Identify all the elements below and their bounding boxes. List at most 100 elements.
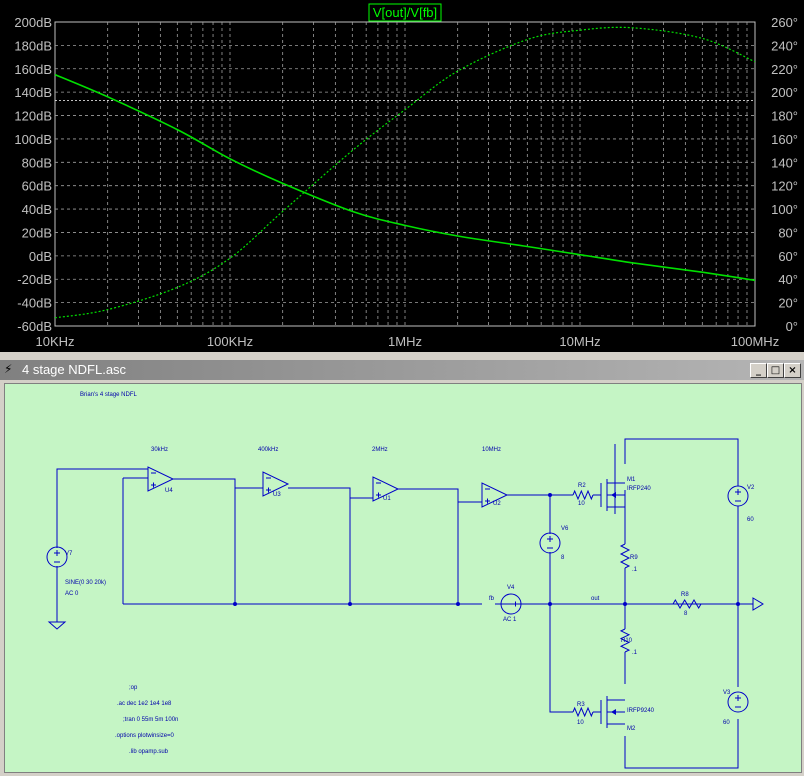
ground-symbol [47,621,67,630]
y-left-tick-label: 0dB [29,249,52,264]
r3-resistor [572,706,594,718]
m2-label: M2 [627,726,636,732]
schematic-drawing: Brian's 4 stage NDFL 30kHz 400kHz 2MHz 1… [46,392,764,769]
y-left-tick-label: 60dB [22,179,52,194]
output-arrow [752,597,764,611]
y-right-tick-label: 180° [771,109,798,124]
v6-label: V6 [561,526,569,532]
freq-label-u4: 30kHz [151,447,168,453]
net-label-out: out [591,596,600,602]
spice-directive-3[interactable]: ;tran 0 55m 5m 100n [123,717,178,723]
v6-value: 8 [561,555,565,561]
r2-resistor [572,489,594,501]
window-titlebar[interactable]: ⚡ 4 stage NDFL.asc _ □ × [0,360,804,380]
v7-label: V7 [65,551,73,557]
v6-source-symbol [539,532,561,554]
v4-source-symbol [500,593,522,615]
v3-value: 60 [723,720,730,726]
spice-directive-4[interactable]: .options plotwinsize=0 [115,733,175,739]
junction-dot [736,602,740,606]
opamp-symbol [262,471,290,497]
junction-dot [548,493,552,497]
junction-dot [233,602,237,606]
y-right-tick-label: 20° [778,296,798,311]
opamp-symbol [481,482,509,508]
spice-directive-5[interactable]: .lib opamp.sub [129,749,169,755]
v7-source-symbol [46,546,68,568]
ltspice-app-icon: ⚡ [4,362,13,376]
r10-resistor [619,628,631,653]
junction-dot [623,602,627,606]
y-right-tick-label: 260° [771,15,798,30]
y-left-tick-label: 140dB [14,85,52,100]
spice-directive-1[interactable]: ;op [129,685,138,691]
y-left-tick-label: 20dB [22,225,52,240]
y-right-tick-label: 220° [771,62,798,77]
x-tick-label: 1MHz [388,334,422,349]
m1-label: M1 [627,477,636,483]
r9-label: R9 [630,555,638,561]
opamp-label-u1: U1 [383,496,391,502]
y-left-tick-label: 80dB [22,155,52,170]
freq-label-u1: 2MHz [372,447,388,453]
r8-resistor [672,599,702,609]
r9-resistor [619,543,631,569]
r3-label: R3 [577,702,585,708]
net-label-fb: fb [489,596,495,602]
maximize-button[interactable]: □ [767,363,784,378]
y-left-tick-label: 160dB [14,62,52,77]
y-right-tick-label: 140° [771,155,798,170]
opamp-label-u4: U4 [165,488,173,494]
x-tick-label: 10MHz [559,334,600,349]
y-left-tick-label: 40dB [22,202,52,217]
y-right-tick-label: 40° [778,272,798,287]
m2-mosfet-arrow [611,709,616,715]
spice-directive-2[interactable]: .ac dec 1e2 1e4 1e8 [117,701,172,707]
opamp-label-u3: U3 [273,492,281,498]
r2-value: 10 [578,501,585,507]
opamp-symbol [147,466,175,492]
v7-ac: AC 0 [65,591,79,597]
schematic-window[interactable]: ⚡ 4 stage NDFL.asc _ □ × [0,358,804,776]
y-left-tick-label: 100dB [14,132,52,147]
schematic-canvas[interactable]: Brian's 4 stage NDFL 30kHz 400kHz 2MHz 1… [4,383,802,773]
x-tick-label: 10KHz [35,334,74,349]
plot-ticks: 200dB180dB160dB140dB120dB100dB80dB60dB40… [14,15,798,349]
trace-label-box [368,3,442,22]
r2-label: R2 [578,483,586,489]
trace-label[interactable]: V[out]/V[fb] [373,5,437,20]
close-button[interactable]: × [784,363,801,378]
v3-label: V3 [723,690,731,696]
junction-dot [456,602,460,606]
phase-trace [54,26,756,319]
m1-mosfet-arrow [611,492,616,498]
y-left-tick-label: -20dB [17,272,52,287]
opamp-symbol [372,476,400,502]
v2-label: V2 [747,485,755,491]
freq-label-u3: 400kHz [258,447,278,453]
x-tick-label: 100MHz [731,334,779,349]
freq-label-u2: 10MHz [482,447,501,453]
schematic-heading: Brian's 4 stage NDFL [80,392,137,398]
v4-value: AC 1 [503,617,517,623]
v2-source-symbol [727,485,749,507]
x-tick-label: 100KHz [207,334,253,349]
v7-sine: SINE(0 30 20k) [65,580,106,586]
opamp-label-u2: U2 [493,501,501,507]
magnitude-trace [54,73,756,282]
window-title: 4 stage NDFL.asc [22,362,127,377]
y-right-tick-label: 80° [778,225,798,240]
r10-value: .1 [632,650,638,656]
v2-value: 60 [747,517,754,523]
y-left-tick-label: 200dB [14,15,52,30]
y-right-tick-label: 100° [771,202,798,217]
junction-dot [548,602,552,606]
y-left-tick-label: 180dB [14,38,52,53]
r8-value: 8 [684,611,688,617]
minimize-button[interactable]: _ [750,363,767,378]
y-right-tick-label: 200° [771,85,798,100]
y-right-tick-label: 160° [771,132,798,147]
r10-label: R10 [621,638,633,644]
y-left-tick-label: -60dB [17,319,52,334]
